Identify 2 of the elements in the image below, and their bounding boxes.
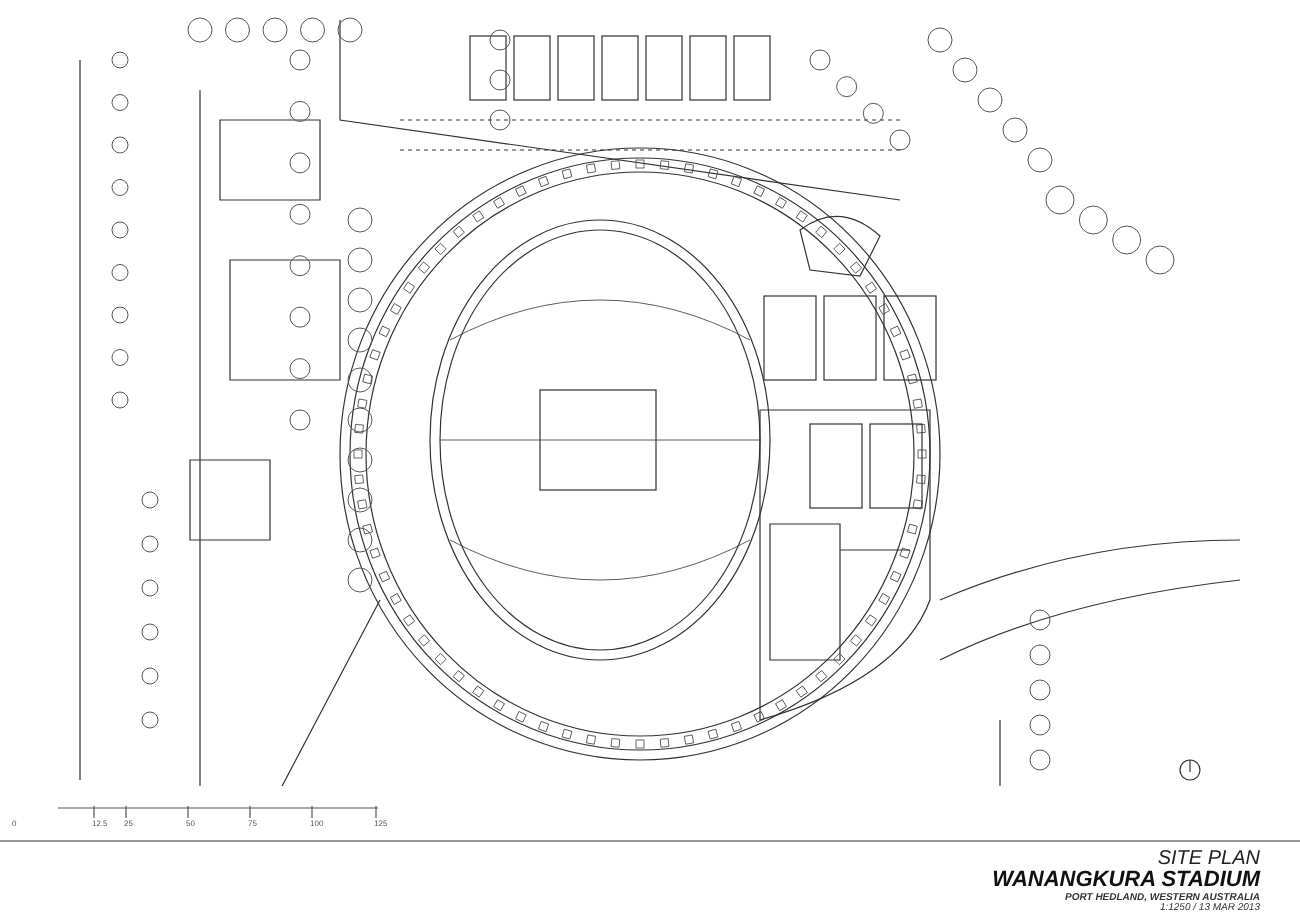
drawing-title: SITE PLAN xyxy=(1157,850,1260,870)
project-name: WANANGKURA STADIUM xyxy=(992,870,1260,892)
